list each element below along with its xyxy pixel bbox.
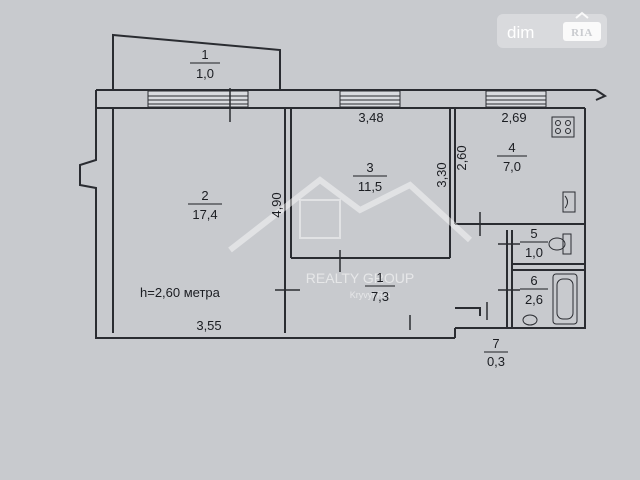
room-storage: 7 0,3 [484,336,508,369]
dim-label: dim [507,23,534,42]
room-number: 3 [366,160,373,175]
room-hallway: 1 7,3 [365,270,395,304]
room-number: 4 [508,140,515,155]
toilet-icon [548,233,572,255]
dimension-kitchen-depth: 2,60 [454,145,469,170]
room-number: 6 [530,273,537,288]
room-bathroom: 6 2,6 [520,273,548,307]
stove-icon [551,116,575,138]
windows [147,90,547,108]
dimension-labels: 3,48 2,69 4,90 3,30 2,60 3,55 [196,110,526,333]
room-number: 2 [201,188,208,203]
room-number: 1 [376,270,383,285]
dimension-bedroom-width: 3,48 [358,110,383,125]
room-toilet: 5 1,0 [520,226,548,260]
room-kitchen: 4 7,0 [497,140,527,174]
balcony-outline [112,33,281,90]
room-area: 1,0 [196,66,214,81]
dimension-living-width: 3,55 [196,318,221,333]
agency-watermark: REALTY GROUP Kryvyi Rih [228,176,473,300]
room-area: 7,0 [503,159,521,174]
room-balcony: 1 1,0 [190,47,220,81]
room-area: 0,3 [487,354,505,369]
ceiling-height-note: h=2,60 метра [140,285,221,300]
sink-icon [562,191,576,213]
agency-name: REALTY GROUP [306,270,414,286]
washbasin-icon [522,314,538,326]
agency-city: Kryvyi Rih [350,290,391,300]
interior-walls [284,108,585,333]
dimension-living-depth: 4,90 [269,192,284,217]
room-number: 1 [201,47,208,62]
bathtub-icon [552,273,578,325]
room-area: 17,4 [192,207,217,222]
dim-ria-badge: dim RIA [497,11,607,48]
room-number: 7 [492,336,499,351]
dimension-kitchen-width: 2,69 [501,110,526,125]
room-area: 7,3 [371,289,389,304]
room-area: 11,5 [358,179,382,194]
exterior-wall [79,89,608,339]
dimension-bedroom-depth: 3,30 [434,162,449,187]
room-bedroom: 3 11,5 [353,160,387,194]
room-number: 5 [530,226,537,241]
door-markers [229,88,520,330]
ria-label: RIA [571,27,593,39]
room-living: 2 17,4 [188,188,222,222]
room-area: 2,6 [525,292,543,307]
room-area: 1,0 [525,245,543,260]
